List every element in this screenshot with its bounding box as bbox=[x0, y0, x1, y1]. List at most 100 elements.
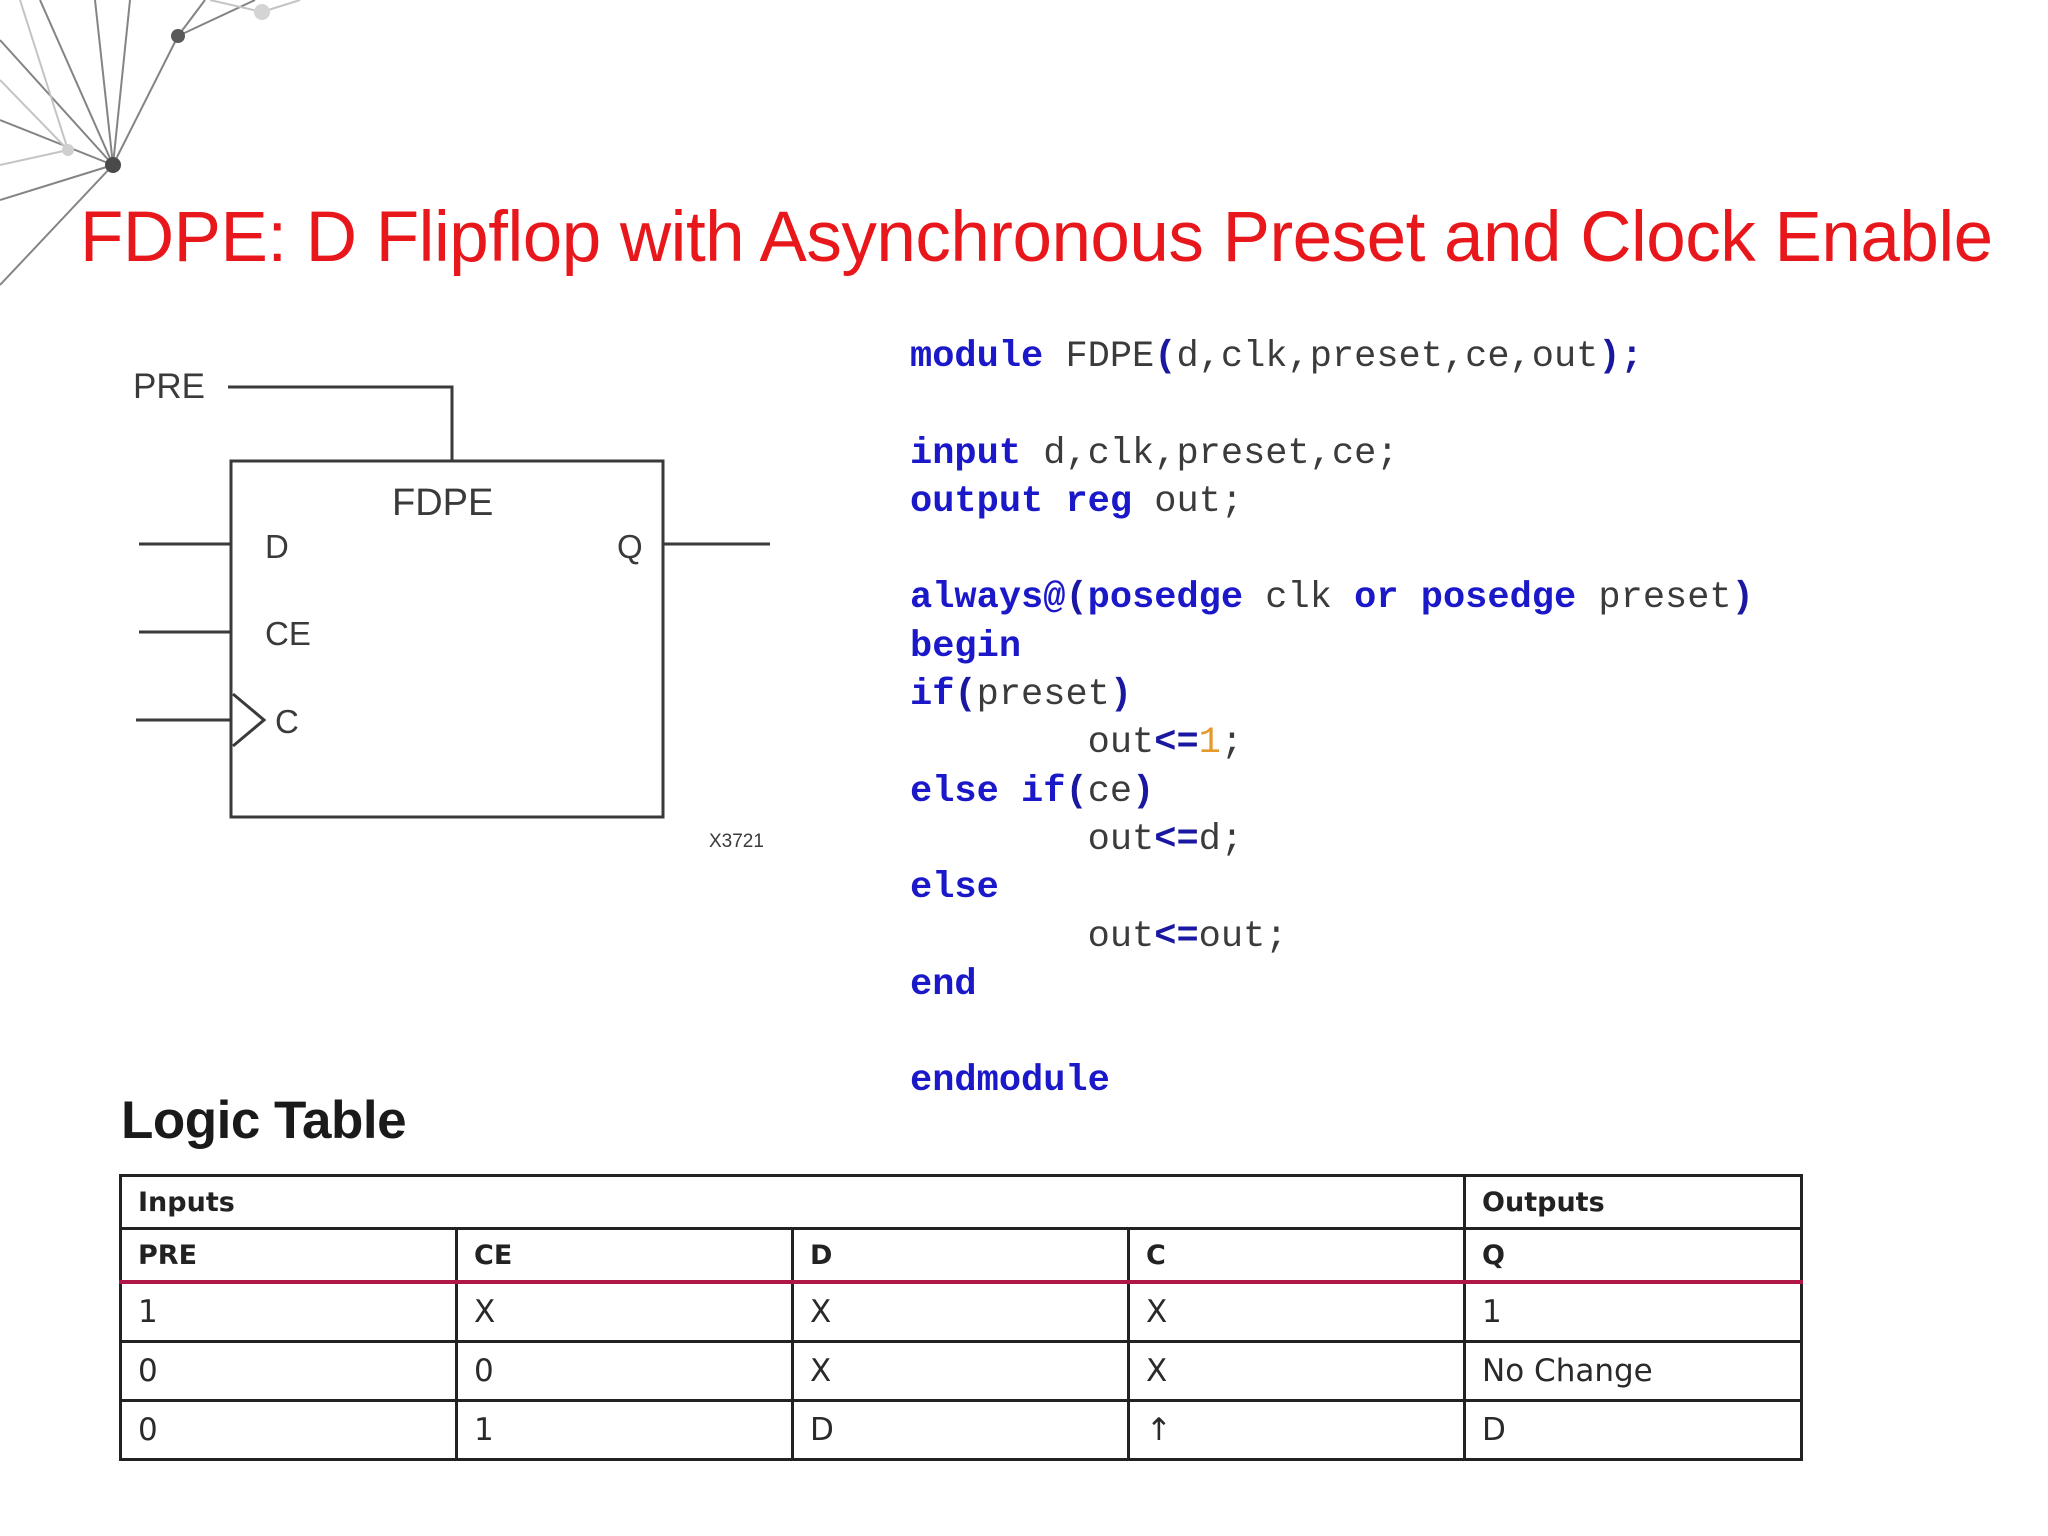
code-token: out; bbox=[1132, 480, 1244, 523]
symbol-name: FDPE bbox=[392, 482, 493, 524]
code-keyword: module bbox=[910, 336, 1044, 378]
table-cell: D bbox=[1463, 1399, 1804, 1461]
table-cell: No Change bbox=[1463, 1340, 1804, 1402]
figure-id: X3721 bbox=[709, 831, 764, 852]
code-token: ) bbox=[1731, 577, 1754, 620]
code-keyword: if bbox=[1021, 770, 1066, 813]
code-line: endmodule bbox=[910, 1057, 1754, 1105]
group-header-row: Inputs Outputs bbox=[118, 1174, 1804, 1230]
code-token: <= bbox=[1154, 915, 1199, 958]
code-line: out<=1; bbox=[910, 719, 1754, 767]
code-keyword: posedge bbox=[1087, 577, 1244, 620]
code-line: begin bbox=[910, 623, 1754, 671]
fdpe-symbol-diagram: PRE FDPE D CE C Q X3721 bbox=[133, 367, 770, 852]
code-line bbox=[910, 381, 1754, 429]
inputs-header: Inputs bbox=[118, 1174, 1467, 1230]
code-line: else bbox=[910, 864, 1754, 912]
table-cell: 0 bbox=[119, 1399, 458, 1461]
code-token: ; bbox=[1220, 722, 1244, 765]
code-token: ce bbox=[1087, 770, 1133, 813]
pre-wire bbox=[228, 385, 454, 461]
column-header-row: PRE CE D C Q bbox=[119, 1227, 1804, 1284]
column-header-pre: PRE bbox=[119, 1227, 458, 1284]
code-keyword: end bbox=[910, 963, 977, 1006]
pin-label-ce: CE bbox=[265, 615, 311, 652]
table-cell: 0 bbox=[119, 1340, 458, 1402]
code-keyword: if bbox=[910, 674, 955, 717]
code-token: ); bbox=[1598, 336, 1643, 378]
table-cell: X bbox=[1126, 1340, 1467, 1402]
pin-label-c: C bbox=[275, 703, 299, 740]
code-token bbox=[999, 771, 1021, 813]
table-cell: 0 bbox=[455, 1340, 794, 1402]
outputs-header: Outputs bbox=[1463, 1174, 1804, 1230]
code-token: d,clk,preset,ce; bbox=[1021, 432, 1399, 475]
code-keyword: reg bbox=[1065, 480, 1133, 523]
flipflop-box bbox=[229, 459, 665, 819]
code-keyword: else bbox=[910, 867, 999, 910]
code-token: ( bbox=[1154, 336, 1177, 378]
code-token: ( bbox=[1065, 770, 1088, 813]
table-cell: X bbox=[791, 1280, 1130, 1343]
logic-table: Inputs Outputs PRE CE D C Q 1 X X X 1 0 … bbox=[118, 1174, 1804, 1461]
pin-label-d: D bbox=[265, 528, 289, 565]
code-number: 1 bbox=[1198, 722, 1221, 765]
table-cell: X bbox=[455, 1280, 794, 1343]
column-header-d: D bbox=[791, 1227, 1130, 1284]
table-cell: D bbox=[791, 1399, 1130, 1461]
code-token: FDPE bbox=[1043, 336, 1155, 378]
table-row: 1 X X X 1 bbox=[119, 1280, 1804, 1343]
code-token: ) bbox=[1132, 770, 1155, 813]
table-cell: X bbox=[791, 1340, 1130, 1402]
code-token: preset bbox=[1576, 577, 1732, 620]
code-line: output reg out; bbox=[910, 478, 1754, 526]
code-token: ( bbox=[1065, 577, 1088, 620]
code-token: out bbox=[910, 915, 1155, 958]
pin-label-pre: PRE bbox=[133, 367, 205, 406]
code-keyword: else bbox=[910, 770, 999, 813]
table-cell: 1 bbox=[119, 1280, 458, 1343]
code-token: out; bbox=[1198, 915, 1288, 958]
table-cell: X bbox=[1126, 1280, 1467, 1343]
table-cell: ↑ bbox=[1126, 1399, 1467, 1461]
column-header-q: Q bbox=[1463, 1227, 1804, 1284]
code-line: else if(ce) bbox=[910, 768, 1754, 816]
code-line: end bbox=[910, 961, 1754, 1009]
code-keyword: output bbox=[910, 480, 1044, 523]
table-cell: 1 bbox=[1463, 1280, 1804, 1343]
table-row: 0 1 D ↑ D bbox=[119, 1399, 1804, 1461]
code-line bbox=[910, 1009, 1754, 1057]
code-keyword: endmodule bbox=[910, 1060, 1110, 1103]
code-token bbox=[1399, 577, 1421, 619]
code-token: clk bbox=[1243, 577, 1355, 620]
table-row: 0 0 X X No Change bbox=[119, 1340, 1804, 1402]
pin-label-q: Q bbox=[617, 528, 643, 565]
logic-table-heading: Logic Table bbox=[121, 1091, 407, 1150]
code-line: out<=out; bbox=[910, 913, 1754, 961]
code-keyword: always@ bbox=[910, 577, 1066, 620]
code-keyword: begin bbox=[910, 625, 1022, 668]
column-header-c: C bbox=[1126, 1227, 1467, 1284]
column-header-ce: CE bbox=[455, 1227, 794, 1284]
code-token: ( bbox=[954, 674, 977, 717]
code-token bbox=[1043, 481, 1065, 523]
network-decoration bbox=[0, 0, 301, 286]
code-line bbox=[910, 526, 1754, 574]
code-line: module FDPE(d,clk,preset,ce,out); bbox=[910, 333, 1754, 381]
code-line: input d,clk,preset,ce; bbox=[910, 430, 1754, 478]
code-token: <= bbox=[1154, 818, 1199, 861]
code-token: <= bbox=[1154, 722, 1199, 765]
code-token: preset bbox=[976, 674, 1110, 717]
code-token: ) bbox=[1109, 674, 1133, 717]
code-token: d,clk,preset,ce,out bbox=[1176, 336, 1599, 378]
code-token: out bbox=[910, 722, 1155, 765]
code-keyword: input bbox=[910, 432, 1022, 475]
slide-title: FDPE: D Flipflop with Asynchronous Prese… bbox=[80, 198, 1993, 277]
code-line: always@(posedge clk or posedge preset) bbox=[910, 574, 1754, 622]
code-token: out bbox=[910, 818, 1155, 861]
code-keyword: posedge bbox=[1420, 577, 1577, 620]
code-token: d; bbox=[1198, 818, 1244, 861]
code-keyword: or bbox=[1354, 577, 1399, 620]
code-line: if(preset) bbox=[910, 671, 1754, 719]
table-cell: 1 bbox=[455, 1399, 794, 1461]
